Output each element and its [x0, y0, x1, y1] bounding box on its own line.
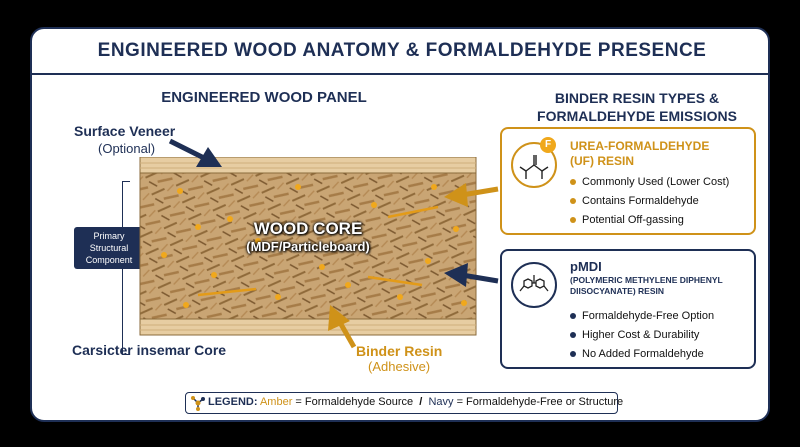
molecule-icon [511, 142, 557, 188]
panel-heading: ENGINEERED WOOD PANEL [161, 89, 367, 106]
molecule-icon [511, 262, 557, 308]
resin-heading-line: FORMALDEHYDE EMISSIONS [537, 108, 737, 124]
uf-title-line: (UF) RESIN [570, 154, 634, 168]
pmdi-subtitle-line: (POLYMERIC METHYLENE DIPHENYL [570, 275, 723, 285]
pmdi-bullets: Formaldehyde-Free Option Higher Cost & D… [570, 307, 714, 364]
surface-veneer-note: (Optional) [98, 141, 156, 156]
core-subtitle: (MDF/Particleboard) [246, 239, 370, 254]
arrow-icon [444, 183, 499, 207]
bracket-label-line: Component [85, 255, 133, 265]
uf-title: UREA-FORMALDEHYDE (UF) RESIN [570, 139, 709, 169]
binder-note: (Adhesive) [368, 359, 431, 374]
pmdi-subtitle: (POLYMERIC METHYLENE DIPHENYL DIISOCYANA… [570, 275, 723, 297]
uf-resin-box: F UREA-FORMALDEHYDE (UF) RESIN Commonly … [500, 127, 756, 235]
legend-navy-word: Navy [428, 396, 454, 408]
pmdi-title: pMDI [570, 259, 602, 274]
list-item: Higher Cost & Durability [570, 326, 714, 345]
uf-title-line: UREA-FORMALDEHYDE [570, 139, 710, 153]
list-item: Potential Off-gassing [570, 211, 729, 230]
list-item: Contains Formaldehyde [570, 192, 729, 211]
legend-amber-text: = Formaldehyde Source [295, 396, 414, 408]
pmdi-subtitle-line: DIISOCYANATE) RESIN [570, 286, 664, 296]
list-item: Formaldehyde-Free Option [570, 307, 714, 326]
core-label: Carsicter insemar Core [72, 342, 227, 358]
binder-label: Binder Resin [356, 343, 443, 359]
legend-separator: / [419, 396, 423, 408]
list-item: No Added Formaldehyde [570, 345, 714, 364]
list-item: Commonly Used (Lower Cost) [570, 173, 729, 192]
arrow-icon [328, 305, 357, 349]
arrow-icon [444, 263, 499, 287]
formaldehyde-badge: F [540, 137, 556, 153]
callout-arrows [168, 138, 499, 349]
core-title: WOOD CORE [253, 219, 363, 238]
legend: LEGEND: Amber = Formaldehyde Source / Na… [185, 392, 623, 414]
bracket-label-box: Primary Structural Component [74, 227, 144, 269]
legend-label: LEGEND: [208, 396, 258, 408]
bracket-label-line: Structural [89, 243, 129, 253]
arrow-icon [168, 138, 222, 167]
bottom-veneer [139, 318, 477, 336]
wood-core [139, 172, 477, 320]
uf-bullets: Commonly Used (Lower Cost) Contains Form… [570, 173, 729, 230]
bracket-label-line: Primary [93, 231, 125, 241]
title-divider [32, 73, 768, 75]
legend-amber-word: Amber [259, 396, 293, 408]
resin-streaks [197, 205, 439, 297]
infographic-card: ENGINEERED WOOD ANATOMY & FORMALDEHYDE P… [30, 27, 770, 422]
surface-veneer-label: Surface Veneer [74, 123, 176, 139]
legend-molecule-icon [191, 396, 205, 411]
page-title: ENGINEERED WOOD ANATOMY & FORMALDEHYDE P… [97, 40, 707, 61]
pmdi-resin-box: pMDI (POLYMERIC METHYLENE DIPHENYL DIISO… [500, 249, 756, 369]
resin-heading: BINDER RESIN TYPES & FORMALDEHYDE EMISSI… [502, 89, 772, 125]
resin-dots [161, 184, 467, 308]
legend-navy-text: = Formaldehyde-Free or Structure [456, 396, 624, 408]
wood-panel-illustration [139, 157, 477, 336]
resin-heading-line: BINDER RESIN TYPES & [554, 90, 720, 106]
